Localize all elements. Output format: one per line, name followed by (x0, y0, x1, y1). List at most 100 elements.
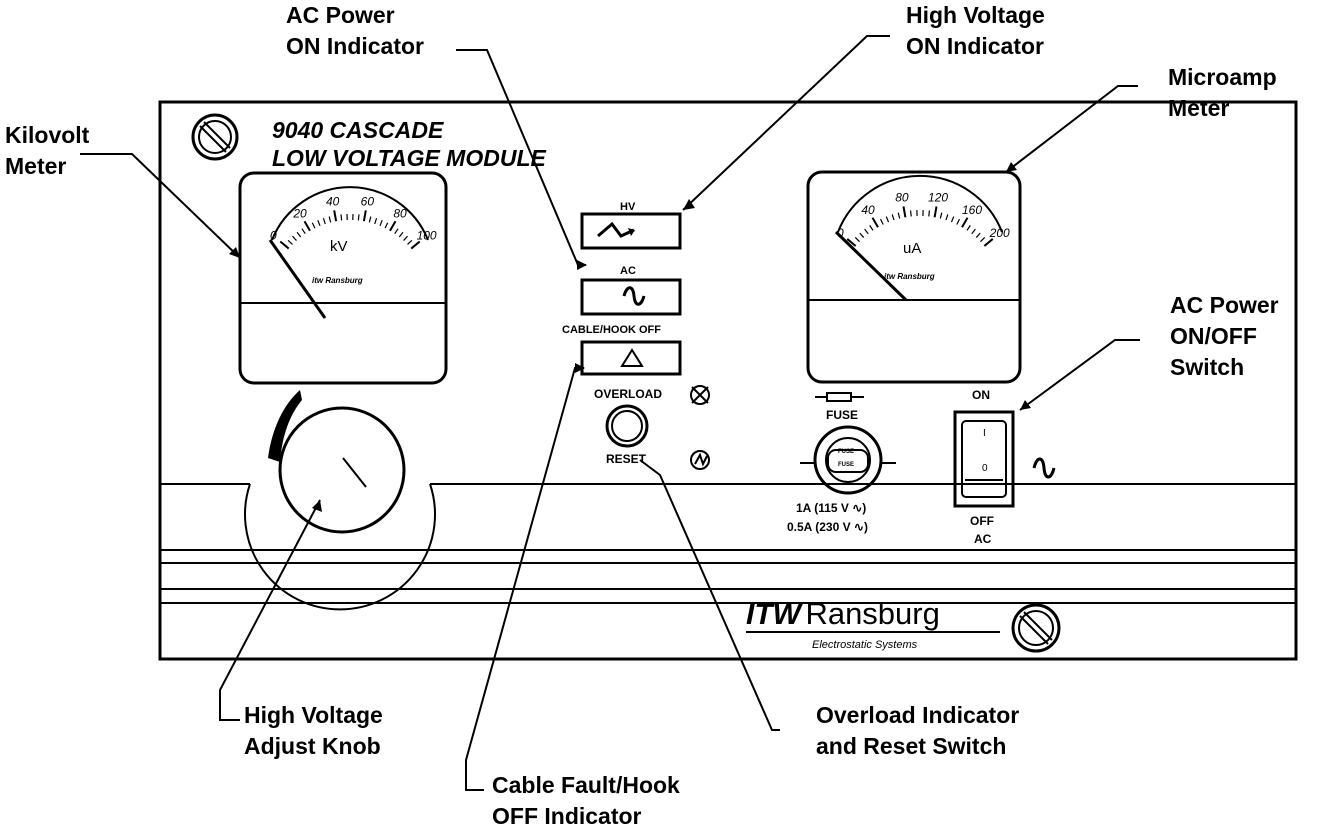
ua-scale-tick (975, 232, 981, 238)
cable-hook-indicator (580, 340, 682, 376)
kv-scale-tick (333, 210, 338, 222)
fuse-holder[interactable] (800, 425, 896, 495)
callout-hv-knob: High Voltage Adjust Knob (244, 700, 383, 762)
ua-scale-tick (961, 217, 969, 228)
fuse-rating-1: 1A (115 V ∿) (796, 501, 867, 515)
hv-indicator (580, 212, 682, 250)
brand-itw: ITW (746, 598, 801, 631)
ua-scale-tick (933, 206, 938, 218)
callout-line: AC Power (286, 2, 395, 28)
ua-scale-tick-label: 200 (989, 226, 1010, 240)
warning-triangle-icon (620, 348, 644, 367)
kv-scale-tick (303, 220, 311, 232)
ua-scale-tick (891, 214, 895, 221)
kv-scale-tick (394, 228, 399, 235)
callout-line: ON/OFF (1170, 323, 1257, 349)
ua-scale-tick (854, 237, 860, 243)
kv-scale-tick (403, 235, 408, 241)
ua-scale-tick-label: 80 (895, 191, 909, 205)
brand-subtitle: Electrostatic Systems (812, 639, 918, 651)
callout-line: ON Indicator (286, 33, 425, 59)
ua-scale-tick (939, 212, 943, 219)
kv-scale-tick (357, 214, 360, 221)
module-title-line: 9040 CASCADE (272, 117, 444, 143)
switch-ac-sine-icon (1032, 457, 1056, 479)
kv-scale-tick (368, 216, 372, 223)
callout-line: Overload Indicator (816, 702, 1020, 728)
kv-scale-tick (301, 228, 306, 235)
fuse-cap-text: FUSE (838, 462, 855, 468)
callout-overload: Overload Indicator and Reset Switch (816, 700, 1019, 762)
fuse-rating-2: 0.5A (230 V ∿) (787, 520, 868, 534)
ua-scale-tick-label: 0 (837, 226, 844, 240)
callout-line: Switch (1170, 354, 1245, 380)
kv-scale-tick (296, 231, 302, 238)
callout-line: Meter (5, 153, 67, 179)
ua-scale-tick (880, 218, 884, 225)
ac-indicator (580, 278, 682, 316)
kv-scale-tick (287, 239, 293, 245)
cable-hook-label: CABLE/HOOK OFF (562, 324, 661, 336)
kv-scale-tick-label: 100 (417, 229, 437, 243)
module-title-line: LOW VOLTAGE MODULE (272, 145, 546, 171)
kv-scale-tick (311, 222, 316, 229)
kv-scale-tick (362, 210, 367, 222)
ac-indicator-label: AC (620, 265, 636, 277)
screw-top-left (191, 113, 239, 161)
kv-scale-tick (384, 222, 389, 229)
knob-pointer (342, 457, 367, 488)
module-title: 9040 CASCADE LOW VOLTAGE MODULE (272, 116, 546, 172)
ua-scale-tick (983, 238, 994, 247)
callout-cable-fault: Cable Fault/Hook OFF Indicator (492, 770, 680, 832)
screw-bottom-right (1011, 603, 1061, 653)
kv-scale-tick (379, 220, 383, 227)
hv-adjust-knob[interactable] (278, 406, 406, 534)
ua-scale-tick (909, 210, 912, 217)
callout-ac-power-on: AC Power ON Indicator (286, 0, 424, 62)
kv-scale-tick-label: 60 (361, 195, 375, 209)
ua-scale-arc (837, 174, 1003, 233)
ua-scale-tick (869, 225, 874, 231)
ua-scale-tick (902, 206, 907, 218)
ua-scale-tick (864, 228, 869, 235)
kv-scale-tick (292, 235, 297, 241)
kv-needle (268, 239, 327, 319)
callout-line: Kilovolt (5, 122, 90, 148)
ac-sine-icon (622, 286, 646, 306)
callout-ac-switch: AC Power ON/OFF Switch (1170, 290, 1279, 383)
ua-meter-logo: itw Ransburg (884, 272, 935, 281)
front-panel (158, 100, 1298, 661)
ua-scale-tick-label: 120 (928, 191, 948, 205)
brand-name: Ransburg (805, 596, 940, 631)
kv-scale-tick-label: 40 (326, 195, 340, 209)
kv-scale-arc (271, 186, 429, 241)
reset-button[interactable] (605, 404, 649, 448)
itw-ransburg-logo: ITW Ransburg Electrostatic Systems (746, 596, 940, 651)
ua-scale-tick (885, 216, 890, 223)
kv-scale-tick (279, 240, 290, 250)
switch-ac-label: AC (974, 532, 992, 546)
callout-kilovolt-meter: Kilovolt Meter (5, 120, 89, 182)
ua-scale-tick (846, 238, 857, 247)
callout-line: ON Indicator (906, 33, 1045, 59)
ua-scale-tick (945, 214, 949, 221)
kv-scale-tick (407, 239, 413, 245)
kv-scale-tick (374, 218, 378, 225)
hv-indicator-label: HV (620, 201, 636, 213)
ua-scale-tick (971, 228, 976, 235)
callout-line: High Voltage (906, 2, 1045, 28)
ac-power-switch[interactable] (953, 410, 1015, 508)
knob-range-indicator (268, 390, 302, 462)
reset-label: RESET (606, 452, 647, 466)
kv-unit-label: kV (330, 238, 348, 255)
ua-needle (834, 230, 908, 302)
kv-scale-tick (389, 220, 397, 232)
kv-scale-tick (322, 218, 326, 225)
callout-line: Cable Fault/Hook (492, 772, 680, 798)
knob-recess (244, 483, 436, 611)
panel-divider-lines (160, 483, 1296, 604)
callout-line: and Reset Switch (816, 733, 1007, 759)
leader-arrowheads (229, 162, 1031, 512)
